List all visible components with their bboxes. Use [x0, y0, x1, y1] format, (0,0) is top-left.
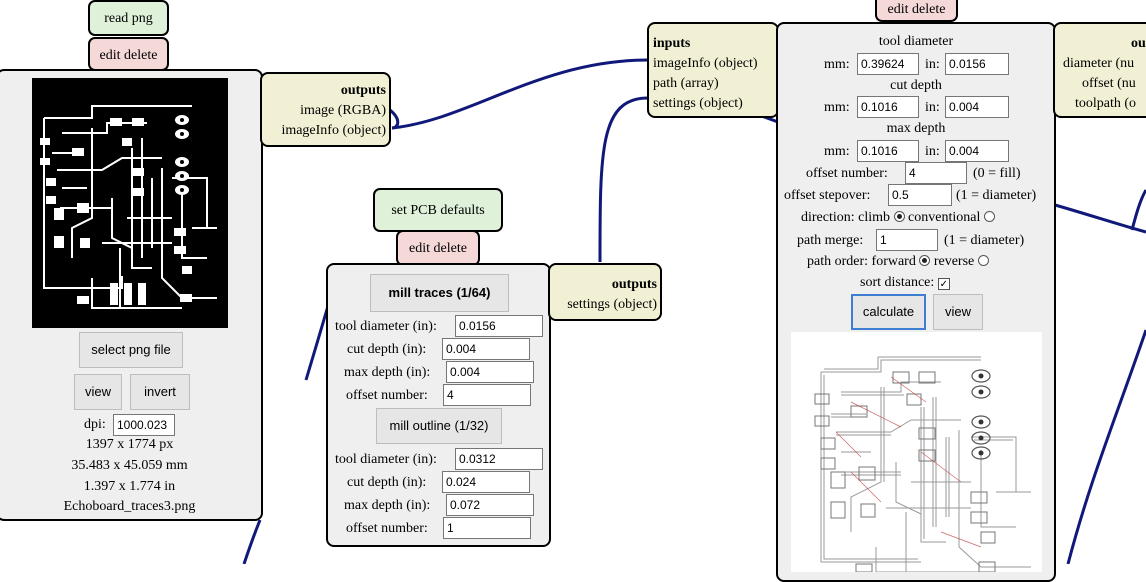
filename: Echoboard_traces3.png: [63, 499, 196, 514]
dpi-input[interactable]: 1000.023: [113, 414, 175, 436]
outline-offset-number-input[interactable]: 1: [443, 517, 531, 539]
tool-diameter-in-input[interactable]: 0.0156: [945, 53, 1009, 75]
cut-depth-mm-label: mm:: [824, 100, 850, 115]
max-depth-title: max depth: [886, 121, 946, 136]
traces-offset-number-input[interactable]: 4: [443, 384, 531, 406]
pcb-defaults-panel: mill traces (1/64) tool diameter (in): 0…: [326, 263, 551, 547]
read-png-tag[interactable]: read png: [88, 0, 169, 36]
sort-distance-row: sort distance: ✓: [860, 275, 950, 291]
invert-button[interactable]: invert: [130, 374, 190, 410]
input-settings[interactable]: settings (object): [653, 96, 743, 111]
direction-row: direction: climb conventional: [801, 210, 995, 226]
traces-tool-diameter-label: tool diameter (in):: [335, 319, 437, 334]
outline-tool-diameter-label: tool diameter (in):: [335, 452, 437, 467]
view-button[interactable]: view: [74, 374, 122, 410]
path-merge-label: path merge:: [797, 233, 864, 248]
inputs-title: inputs: [653, 36, 691, 51]
right-output-offset[interactable]: offset (nu: [1082, 76, 1136, 91]
output-imageinfo[interactable]: imageInfo (object): [281, 123, 386, 138]
output-settings[interactable]: settings (object): [567, 297, 657, 312]
traces-cut-depth-label: cut depth (in):: [347, 342, 427, 357]
outline-cut-depth-input[interactable]: 0.024: [442, 471, 530, 493]
traces-max-depth-input[interactable]: 0.004: [446, 361, 534, 383]
max-depth-mm-label: mm:: [824, 144, 850, 159]
select-png-file-button[interactable]: select png file: [79, 332, 183, 368]
path-merge-note: (1 = diameter): [944, 233, 1025, 248]
traces-tool-diameter-input[interactable]: 0.0156: [455, 315, 543, 337]
max-depth-in-label: in:: [925, 144, 940, 159]
cut-depth-mm-input[interactable]: 0.1016: [857, 96, 919, 118]
sort-distance-checkbox[interactable]: ✓: [937, 278, 950, 290]
output-image[interactable]: image (RGBA): [300, 103, 386, 118]
direction-conventional-radio[interactable]: [983, 211, 995, 222]
mill-outline-button[interactable]: mill outline (1/32): [376, 408, 502, 444]
size-px: 1397 x 1774 px: [85, 437, 174, 452]
outputs-title: outputs: [611, 277, 657, 292]
tool-diameter-in-label: in:: [925, 57, 940, 72]
traces-cut-depth-input[interactable]: 0.004: [442, 338, 530, 360]
cut-depth-in-label: in:: [925, 100, 940, 115]
right-output-toolpath[interactable]: toolpath (o: [1075, 96, 1137, 111]
read-png-panel: select png file view invert dpi: 1000.02…: [0, 69, 263, 521]
max-depth-mm-input[interactable]: 0.1016: [857, 140, 919, 162]
order-reverse-radio[interactable]: [977, 255, 989, 266]
traces-offset-number-label: offset number:: [346, 388, 428, 403]
input-imageinfo[interactable]: imageInfo (object): [653, 56, 758, 71]
offset-stepover-label: offset stepover:: [784, 188, 871, 203]
offset-panel: tool diameter mm: 0.39624 in: 0.0156 cut…: [776, 22, 1056, 582]
input-path[interactable]: path (array): [653, 76, 719, 91]
offset-view-button[interactable]: view: [933, 294, 983, 330]
cut-depth-title: cut depth: [890, 78, 942, 93]
tool-diameter-mm-input[interactable]: 0.39624: [857, 53, 919, 75]
mill-traces-button[interactable]: mill traces (1/64): [370, 274, 509, 312]
cut-depth-in-input[interactable]: 0.004: [945, 96, 1009, 118]
traces-max-depth-label: max depth (in):: [344, 365, 431, 380]
read-png-outputs: outputs image (RGBA) imageInfo (object): [260, 72, 391, 147]
path-merge-input[interactable]: 1: [876, 229, 938, 251]
right-outputs-title: ou: [1131, 36, 1146, 51]
right-output-diameter[interactable]: diameter (nu: [1063, 56, 1135, 71]
size-in: 1.397 x 1.774 in: [83, 479, 176, 494]
outline-tool-diameter-input[interactable]: 0.0312: [455, 448, 543, 470]
direction-conventional-label: conventional: [908, 210, 981, 225]
direction-label: direction: climb: [801, 210, 891, 225]
direction-climb-radio[interactable]: [893, 211, 905, 222]
outputs-title: outputs: [340, 83, 386, 98]
offset-number-input[interactable]: 4: [905, 162, 967, 184]
pcb-defaults-outputs: outputs settings (object): [548, 263, 662, 321]
outline-max-depth-label: max depth (in):: [344, 498, 431, 513]
toolpath-preview: [791, 332, 1042, 572]
max-depth-in-input[interactable]: 0.004: [945, 140, 1009, 162]
pcb-traces-preview: [32, 78, 228, 328]
offset-stepover-input[interactable]: 0.5: [888, 184, 952, 206]
order-forward-radio[interactable]: [919, 255, 931, 266]
calculate-button[interactable]: calculate: [851, 294, 926, 330]
dpi-label: dpi:: [84, 417, 106, 432]
outline-cut-depth-label: cut depth (in):: [347, 475, 427, 490]
pcb-edit-delete[interactable]: edit delete: [396, 230, 480, 266]
path-order-row: path order: forward reverse: [807, 254, 989, 270]
path-order-label: path order: forward: [807, 254, 916, 269]
tool-diameter-mm-label: mm:: [824, 57, 850, 72]
size-mm: 35.483 x 45.059 mm: [71, 458, 188, 473]
offset-stepover-note: (1 = diameter): [956, 188, 1037, 203]
dpi-row: dpi:: [84, 414, 106, 438]
order-reverse-label: reverse: [933, 254, 975, 269]
read-png-edit-delete[interactable]: edit delete: [88, 37, 169, 71]
offset-number-note: (0 = fill): [973, 166, 1021, 181]
offset-inputs: inputs imageInfo (object) path (array) s…: [647, 22, 779, 118]
sort-distance-label: sort distance:: [860, 275, 935, 290]
outline-offset-number-label: offset number:: [346, 521, 428, 536]
tool-diameter-title: tool diameter: [878, 34, 954, 49]
outline-max-depth-input[interactable]: 0.072: [446, 494, 534, 516]
offset-number-label: offset number:: [806, 166, 888, 181]
right-node-outputs: ou diameter (nu offset (nu toolpath (o: [1053, 22, 1146, 118]
set-pcb-defaults-tag[interactable]: set PCB defaults: [373, 188, 503, 232]
offset-edit-delete[interactable]: edit delete: [875, 0, 958, 22]
